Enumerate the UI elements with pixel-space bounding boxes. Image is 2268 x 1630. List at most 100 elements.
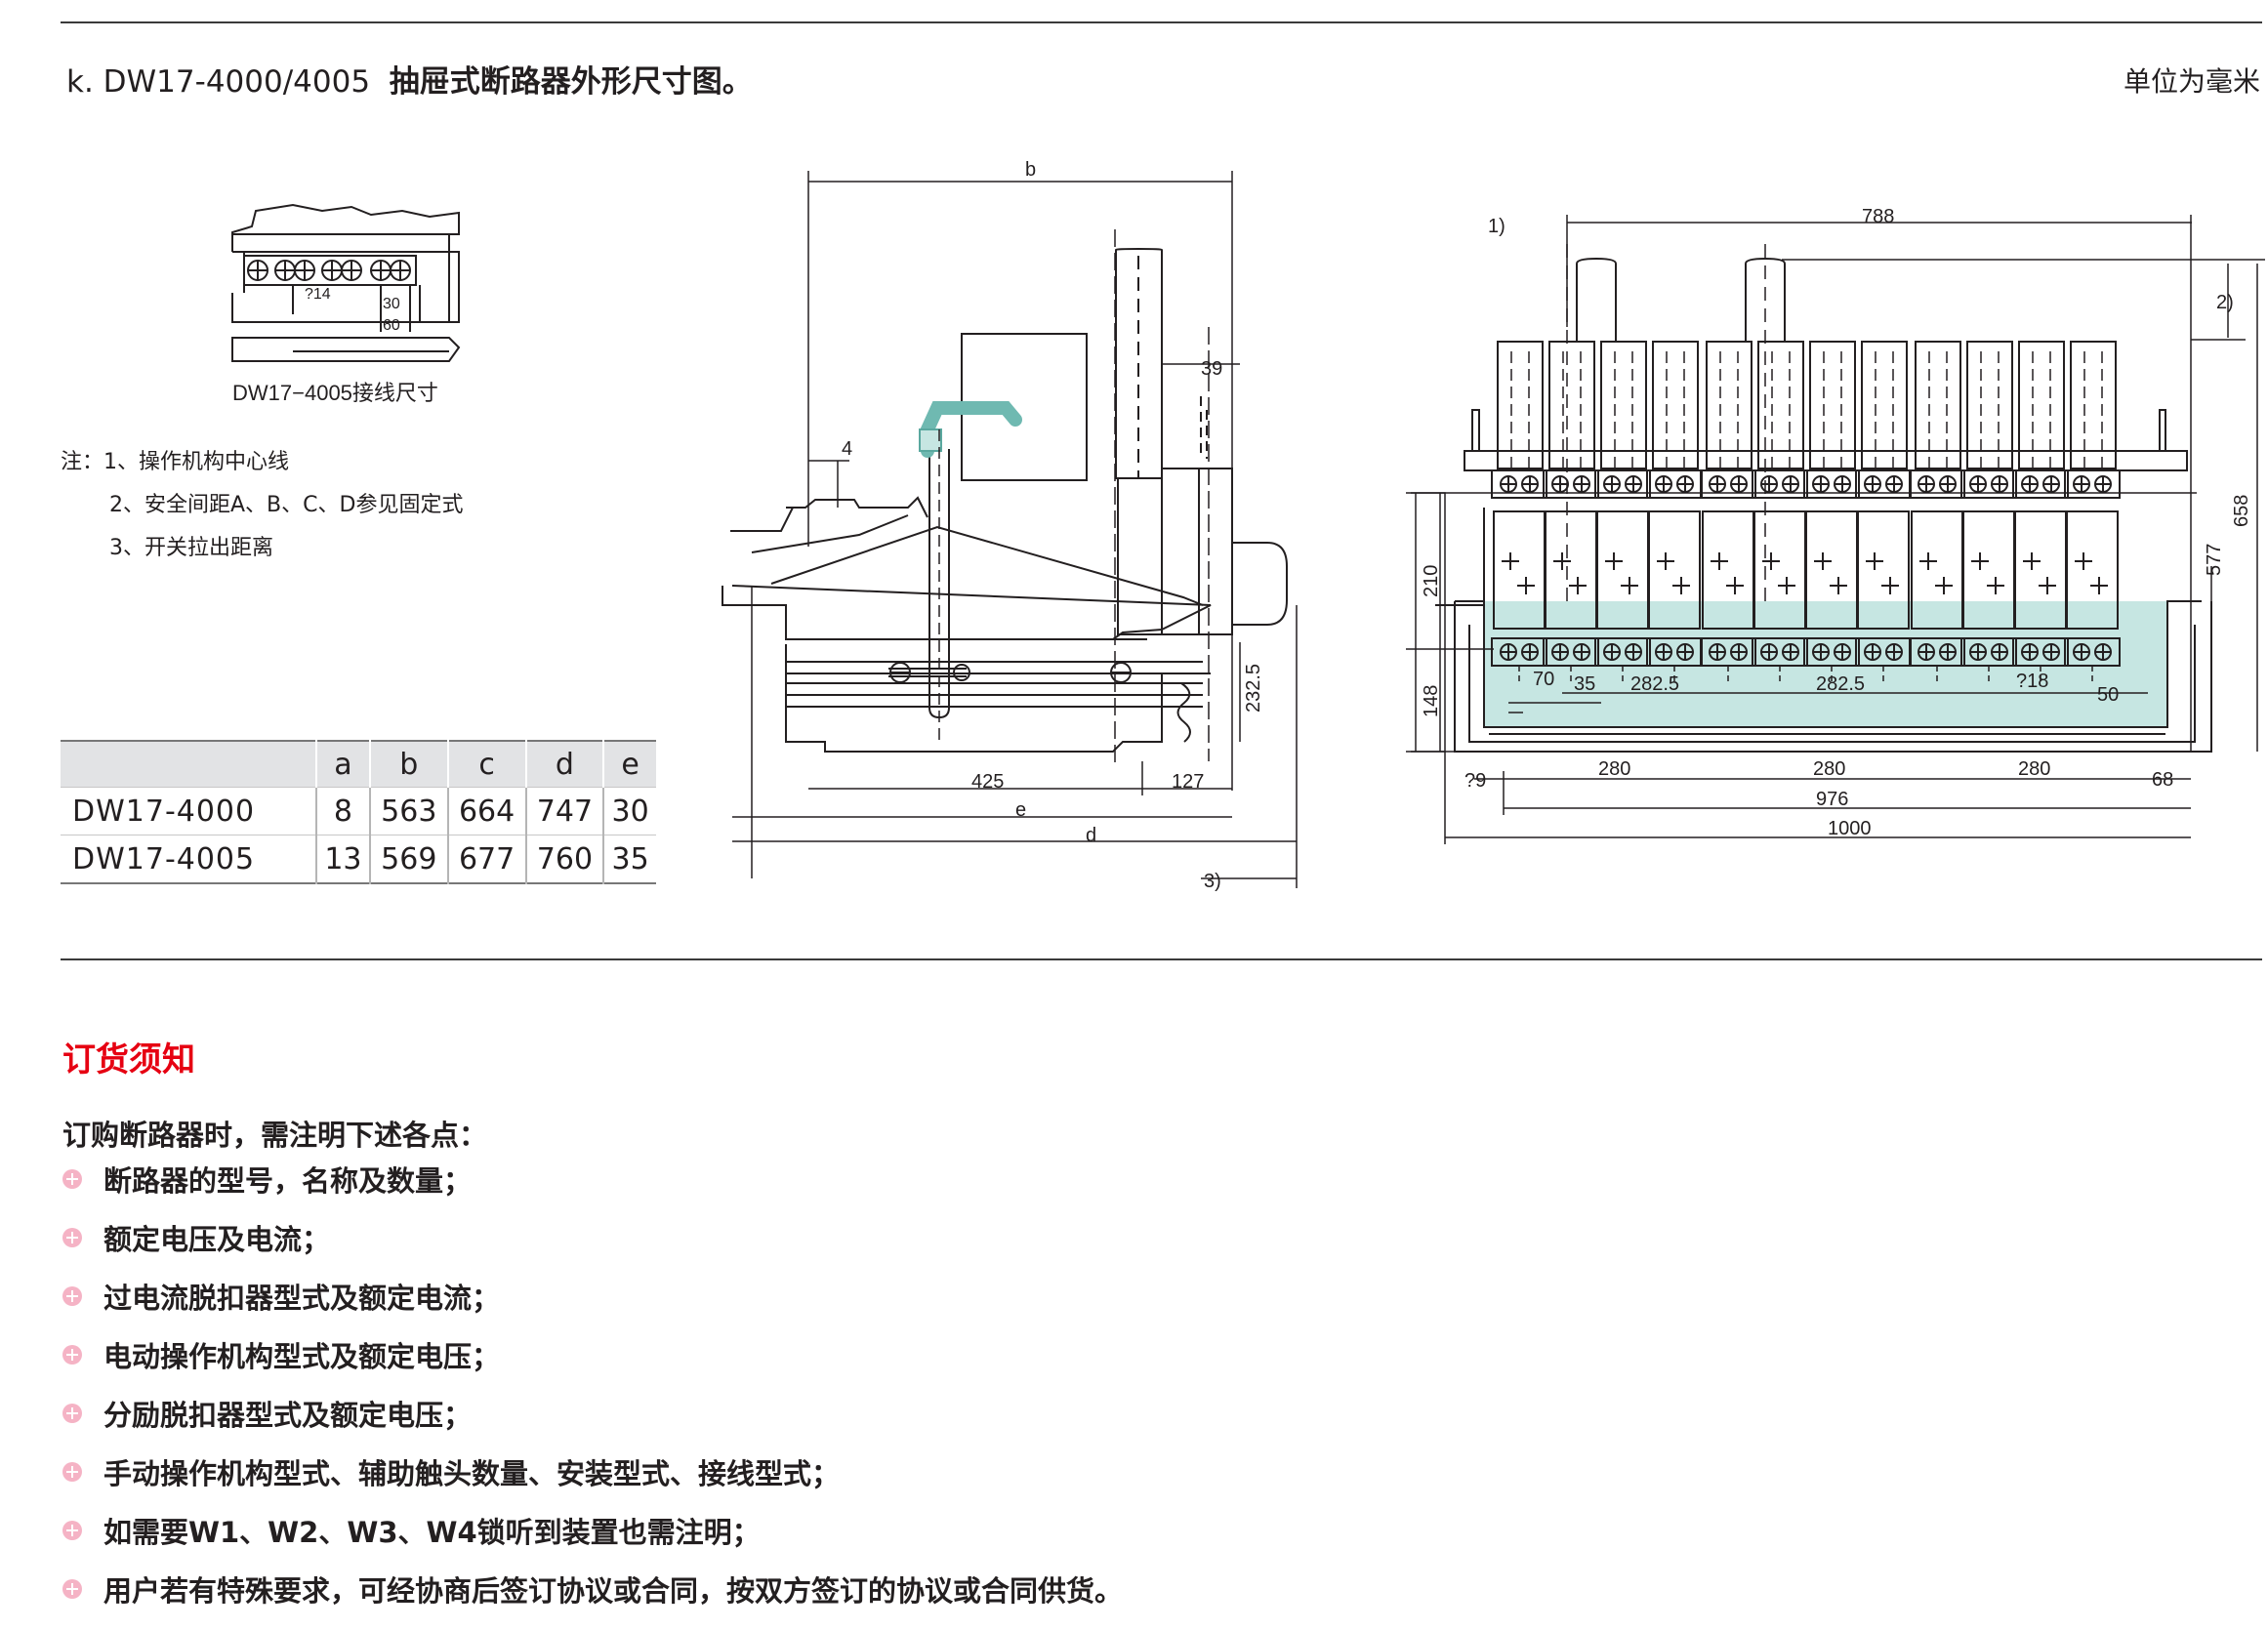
top-rule [61,21,2262,23]
dim-425: 425 [971,771,1004,793]
table-cell: 35 [603,835,656,883]
table-cell: 30 [603,787,656,835]
pole-top-terminal [1548,341,1595,469]
dim-282b: 282.5 [1816,673,1865,695]
notes-prefix: 注： [61,450,104,474]
list-item: 分励脱扣器型式及额定电压； [61,1396,1123,1454]
pole-upper-bar [1752,469,1808,499]
ordering-title: 订货须知 [62,1040,195,1080]
table-row: DW17-4005 13 569 677 760 35 [61,835,656,883]
dim-e: e [1015,799,1026,821]
dim-b: b [1025,159,1036,181]
dim-210: 210 [1421,565,1442,597]
dim-14: ?14 [305,286,331,303]
dim-127: 127 [1172,771,1204,793]
list-item-text: 过电流脱扣器型式及额定电流； [103,1282,501,1315]
table-cell: 677 [447,835,527,883]
list-item: 手动操作机构型式、辅助触头数量、安装型式、接线型式； [61,1454,1123,1513]
list-item: 过电流脱扣器型式及额定电流； [61,1279,1123,1337]
table-header [61,741,317,788]
pole-top-terminal [1966,341,2013,469]
list-item-text: 断路器的型号，名称及数量； [103,1164,473,1198]
pole-top-terminal [1915,341,1961,469]
table-cell: 569 [369,835,449,883]
table-cell: 563 [369,787,449,835]
dim-280c: 280 [2018,758,2050,780]
dim-232: 232.5 [1243,664,1264,713]
dim-70: 70 [1533,669,1554,690]
dim-35: 35 [1574,673,1595,695]
pole-modules [1406,341,2197,753]
list-item: 额定电压及电流； [61,1220,1123,1279]
dim-658: 658 [2231,495,2252,527]
table-cell: DW17-4005 [61,835,317,883]
bullet-icon [62,1345,82,1365]
pole-upper-bar [1803,469,1860,499]
list-item: 如需要W1、W2、W3、W4锁听到装置也需注明； [61,1513,1123,1571]
table-header: a [315,741,371,788]
list-item-text: 分励脱扣器型式及额定电压； [103,1399,473,1432]
bullet-icon [62,1286,82,1306]
title-main: 抽屉式断路器外形尺寸图。 [389,64,753,100]
pole-upper-bar [1491,469,1547,499]
wiring-detail-sketch [231,203,461,362]
dim-282a: 282.5 [1630,673,1679,695]
dimension-drawings: ?14 30 60 DW17−4005接线尺寸 b 39 4 232.5 425… [231,159,2265,892]
table-cell: 13 [315,835,371,883]
pole-top-terminal [1652,341,1699,469]
dim-577: 577 [2204,544,2225,576]
side-view [722,171,1298,888]
pole-top-terminal [1600,341,1647,469]
pole-upper-bar [2064,469,2121,499]
list-item-text: 如需要W1、W2、W3、W4锁听到装置也需注明； [103,1516,761,1549]
pole-upper-bar [1700,469,1756,499]
bullet-icon [62,1579,82,1599]
list-item-text: 电动操作机构型式及额定电压； [103,1340,501,1373]
drawing-labels: ?14 30 60 DW17−4005接线尺寸 b 39 4 232.5 425… [232,159,2252,892]
front-view [1411,215,2265,753]
pole-upper-bar [2012,469,2069,499]
bullet-icon [62,1404,82,1423]
dim-50: 50 [2097,684,2119,706]
note-2: 2) [2216,292,2234,313]
ordering-intro: 订购断路器时，需注明下述各点： [62,1119,488,1152]
dimension-table: a b c d e DW17-4000 8 563 664 747 30 DW1… [61,740,656,884]
page-title: k. DW17-4000/4005 抽屉式断路器外形尺寸图。 [66,57,753,101]
pole-body [2066,510,2119,630]
bullet-icon [62,1462,82,1482]
pole-body [1648,510,1701,630]
dim-280a: 280 [1598,758,1630,780]
table-header: d [525,741,605,788]
table-cell: 8 [315,787,371,835]
bullet-icon [62,1169,82,1189]
note-item: 1、操作机构中心线 [103,450,290,474]
unit-label: 单位为毫米 [2123,65,2260,98]
dim-39: 39 [1201,358,1222,380]
pole-upper-bar [1543,469,1599,499]
list-item-text: 额定电压及电流； [103,1223,331,1256]
table-header: c [447,741,527,788]
pole-top-terminal [1757,341,1804,469]
list-item-text: 手动操作机构型式、辅助触头数量、安装型式、接线型式； [103,1457,841,1490]
ordering-list: 断路器的型号，名称及数量； 额定电压及电流； 过电流脱扣器型式及额定电流； 电动… [61,1161,1123,1630]
note-item: 2、安全间距A、B、C、D参见固定式 [109,493,464,517]
pole-top-terminal [1861,341,1908,469]
list-item: 用户若有特殊要求，可经协商后签订协议或合同，按双方签订的协议或合同供货。 [61,1571,1123,1630]
table-row: DW17-4000 8 563 664 747 30 [61,787,656,835]
list-item: 断路器的型号，名称及数量； [61,1161,1123,1220]
table-cell: 747 [525,787,605,835]
note-item: 3、开关拉出距离 [109,536,273,560]
table-header-row: a b c d e [61,741,656,788]
dim-d: d [1086,825,1096,846]
list-item-text: 用户若有特殊要求，可经协商后签订协议或合同，按双方签订的协议或合同供货。 [103,1574,1124,1608]
dim-788: 788 [1862,206,1894,227]
table-cell: 760 [525,835,605,883]
pole-top-terminal [2070,341,2117,469]
pole-top-terminal [1706,341,1753,469]
dim-68: 68 [2152,769,2173,791]
wiring-label: DW17−4005接线尺寸 [232,381,438,405]
pole-upper-bar [1909,469,1965,499]
bullet-icon [62,1228,82,1247]
table-cell: DW17-4000 [61,787,317,835]
dim-60: 60 [383,317,400,334]
